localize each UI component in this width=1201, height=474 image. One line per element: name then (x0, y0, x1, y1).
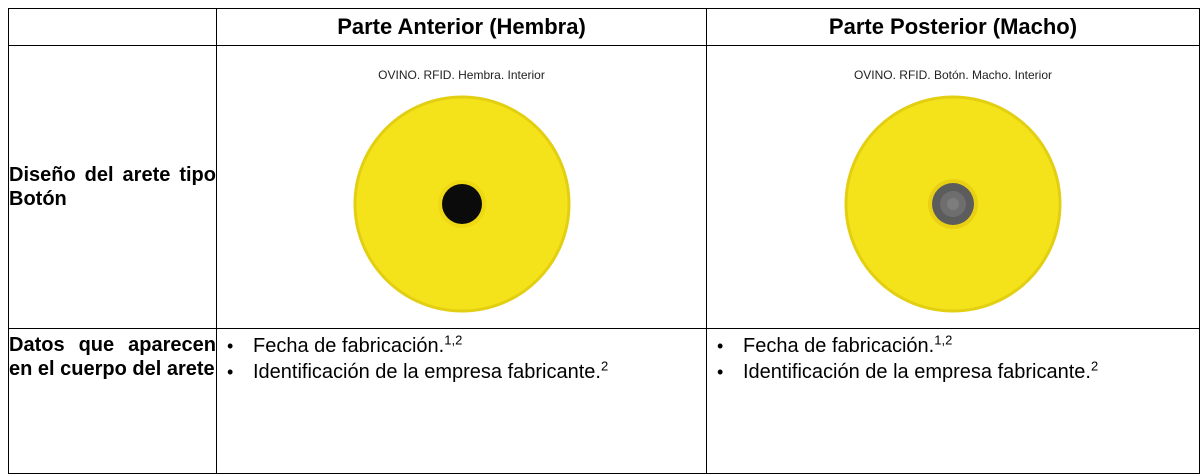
list-item-text: Identificación de la empresa fabricante. (743, 361, 1091, 383)
bullet-icon: • (227, 362, 234, 382)
ear-tag-table: Parte Anterior (Hembra) Parte Posterior … (8, 8, 1200, 474)
bullet-icon: • (227, 336, 234, 356)
design-row: Diseño del arete tipo Botón OVINO. RFID.… (8, 45, 1200, 329)
footnote-ref: 1,2 (934, 332, 953, 348)
empty-corner-cell (8, 8, 217, 46)
male-ear-tag-image (844, 95, 1062, 313)
header-male: Parte Posterior (Macho) (706, 8, 1200, 46)
list-item: • Identificación de la empresa fabricante… (227, 358, 698, 383)
female-image-caption: OVINO. RFID. Hembra. Interior (378, 68, 545, 82)
male-stud-center (947, 198, 959, 210)
header-female: Parte Anterior (Hembra) (216, 8, 707, 46)
bullet-icon: • (717, 362, 724, 382)
male-image-caption: OVINO. RFID. Botón. Macho. Interior (853, 68, 1053, 82)
male-data-list: • Fecha de fabricación.1,2 • Identificació… (707, 329, 1199, 383)
footnote-ref: 1,2 (444, 332, 463, 348)
footnote-ref: 2 (1090, 358, 1099, 374)
male-data-cell: • Fecha de fabricación.1,2 • Identificació… (706, 328, 1200, 474)
female-hole (441, 184, 482, 224)
list-item: • Fecha de fabricación.1,2 (717, 332, 1191, 357)
list-item: • Identificación de la empresa fabricante… (717, 358, 1191, 383)
footnote-ref: 2 (600, 358, 609, 374)
list-item-text: Fecha de fabricación. (253, 335, 445, 357)
list-item-text: Identificación de la empresa fabricante. (253, 361, 601, 383)
female-data-list: • Fecha de fabricación.1,2 • Identificació… (217, 329, 706, 383)
bullet-icon: • (717, 336, 724, 356)
male-design-cell: OVINO. RFID. Botón. Macho. Interior (706, 45, 1200, 329)
data-row-label: Datos que aparecen en el cuerpo del aret… (8, 328, 217, 474)
data-row: Datos que aparecen en el cuerpo del aret… (8, 328, 1200, 474)
design-row-label: Diseño del arete tipo Botón (8, 45, 217, 329)
female-ear-tag-image (353, 95, 570, 313)
female-data-cell: • Fecha de fabricación.1,2 • Identificació… (216, 328, 707, 474)
list-item: • Fecha de fabricación.1,2 (227, 332, 698, 357)
list-item-text: Fecha de fabricación. (743, 335, 935, 357)
female-design-cell: OVINO. RFID. Hembra. Interior (216, 45, 707, 329)
header-row: Parte Anterior (Hembra) Parte Posterior … (8, 8, 1200, 46)
